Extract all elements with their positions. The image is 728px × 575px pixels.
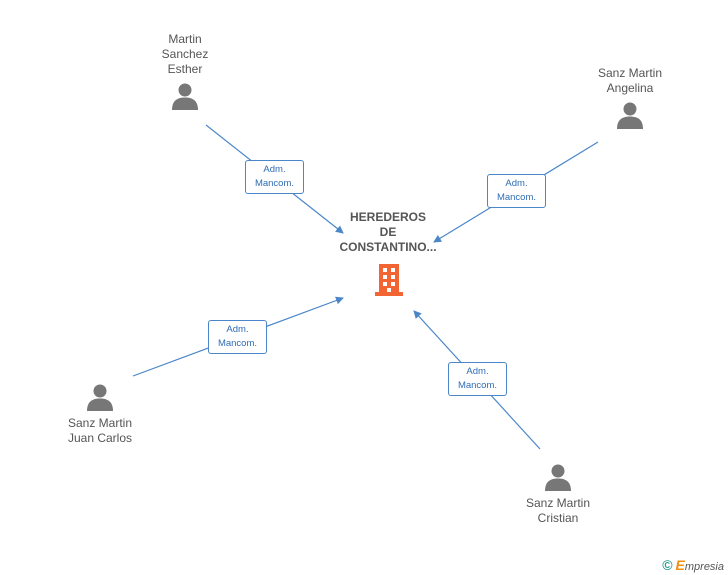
person-node-sanz-martin-angelina[interactable]: Sanz Martin Angelina: [580, 66, 680, 130]
person-label: Martin Sanchez Esther: [161, 32, 209, 76]
person-icon: [172, 83, 198, 110]
person-label: Sanz Martin Angelina: [597, 66, 663, 95]
brand-initial: E: [675, 557, 685, 573]
copyright-icon: ©: [662, 557, 673, 573]
relation-label-p3[interactable]: Adm. Mancom.: [208, 320, 267, 354]
person-icon: [87, 384, 113, 411]
brand-footer[interactable]: © Empresia: [662, 557, 724, 573]
relation-label-p1[interactable]: Adm. Mancom.: [245, 160, 304, 194]
person-label: Sanz Martin Juan Carlos: [67, 416, 133, 445]
brand-logo: Empresia: [676, 557, 724, 573]
person-node-martin-sanchez-esther[interactable]: Martin Sanchez Esther: [135, 32, 235, 111]
person-node-sanz-martin-juan-carlos[interactable]: Sanz Martin Juan Carlos: [50, 382, 150, 446]
person-icon: [545, 464, 571, 491]
person-label: Sanz Martin Cristian: [525, 496, 591, 525]
company-name[interactable]: HEREDEROS DE CONSTANTINO...: [339, 210, 437, 254]
relation-label-p2[interactable]: Adm. Mancom.: [487, 174, 546, 208]
person-node-sanz-martin-cristian[interactable]: Sanz Martin Cristian: [508, 462, 608, 526]
building-icon[interactable]: [374, 262, 404, 296]
person-icon: [617, 102, 643, 129]
relation-label-p4[interactable]: Adm. Mancom.: [448, 362, 507, 396]
brand-name: mpresia: [684, 561, 724, 573]
